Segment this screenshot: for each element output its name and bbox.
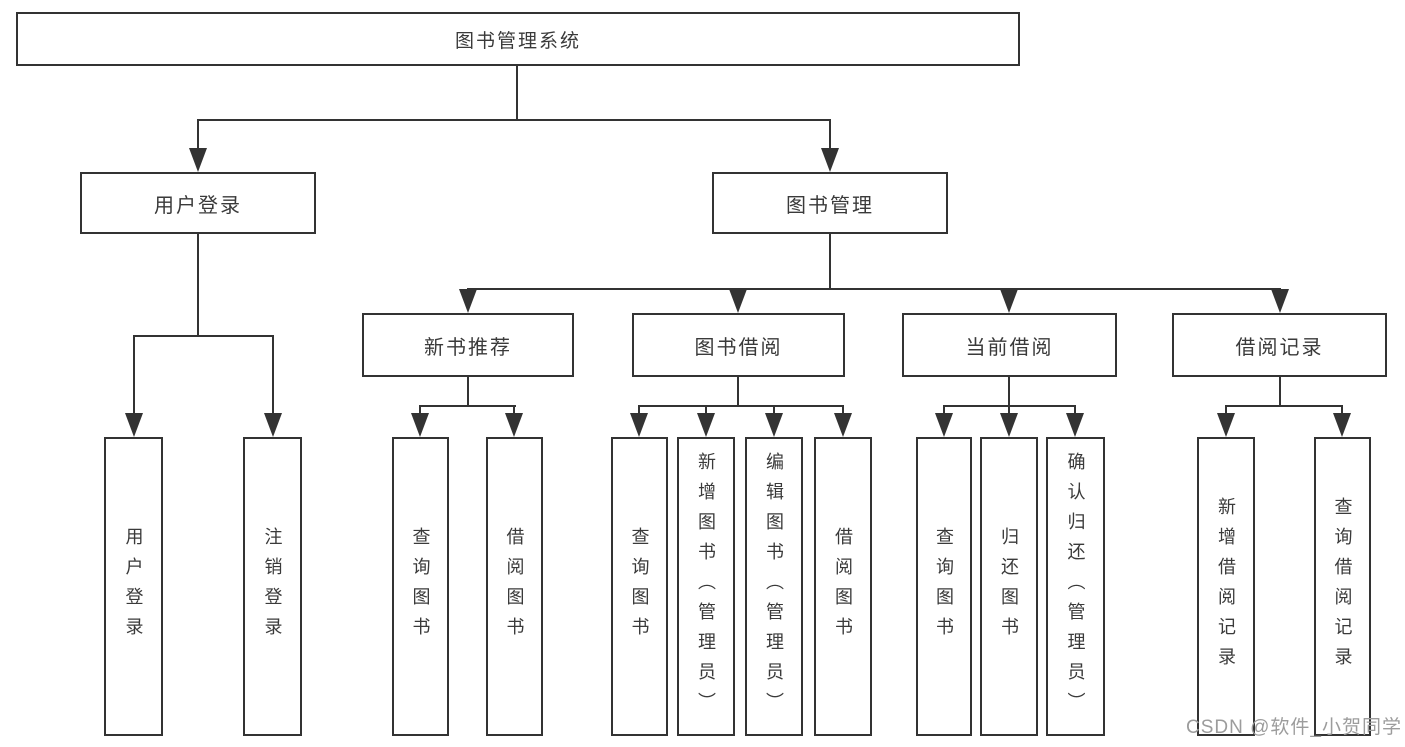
connector-line <box>829 234 831 289</box>
connector-line <box>133 335 135 415</box>
leaf-edit-book-admin: 编辑图书（管理员） <box>745 437 803 736</box>
leaf-add-borrow-record: 新增借阅记录 <box>1197 437 1255 736</box>
arrow-down-icon <box>189 148 207 172</box>
node-book-borrowing: 图书借阅 <box>632 313 845 377</box>
csdn-watermark: CSDN @软件_小贺同学 <box>1186 717 1402 738</box>
connector-line <box>1074 405 1076 419</box>
leaf-query-book-borrowing: 查询图书 <box>611 437 668 736</box>
node-current-borrowing: 当前借阅 <box>902 313 1117 377</box>
arrow-down-icon <box>1066 413 1084 437</box>
connector-line <box>272 335 274 415</box>
connector-line <box>1341 405 1343 419</box>
node-borrow-records: 借阅记录 <box>1172 313 1387 377</box>
connector-line <box>943 405 945 419</box>
node-user-login: 用户登录 <box>80 172 316 234</box>
connector-line <box>773 405 775 419</box>
leaf-borrow-book: 借阅图书 <box>814 437 872 736</box>
leaf-confirm-return-admin: 确认归还（管理员） <box>1046 437 1105 736</box>
arrow-down-icon <box>834 413 852 437</box>
connector-line <box>638 405 844 407</box>
connector-line <box>842 405 844 419</box>
arrow-down-icon <box>729 289 747 313</box>
connector-line <box>638 405 640 419</box>
connector-line <box>197 234 199 336</box>
arrow-down-icon <box>1271 289 1289 313</box>
connector-line <box>1008 377 1010 406</box>
connector-line <box>1225 405 1343 407</box>
leaf-query-book-current: 查询图书 <box>916 437 972 736</box>
arrow-down-icon <box>459 289 477 313</box>
arrow-down-icon <box>697 413 715 437</box>
node-new-book-recommend: 新书推荐 <box>362 313 574 377</box>
leaf-add-book-admin: 新增图书（管理员） <box>677 437 735 736</box>
arrow-down-icon <box>411 413 429 437</box>
connector-line <box>516 66 518 120</box>
leaf-logout: 注销登录 <box>243 437 302 736</box>
connector-line <box>419 405 421 419</box>
connector-line <box>197 119 199 153</box>
connector-line <box>467 288 1281 290</box>
arrow-down-icon <box>125 413 143 437</box>
node-book-management: 图书管理 <box>712 172 948 234</box>
connector-line <box>829 119 831 153</box>
arrow-down-icon <box>1217 413 1235 437</box>
arrow-down-icon <box>821 148 839 172</box>
connector-line <box>197 119 831 121</box>
connector-line <box>513 405 515 419</box>
arrow-down-icon <box>1333 413 1351 437</box>
connector-line <box>1279 377 1281 406</box>
leaf-user-login: 用户登录 <box>104 437 163 736</box>
leaf-return-book: 归还图书 <box>980 437 1038 736</box>
connector-line <box>737 377 739 406</box>
leaf-query-borrow-record: 查询借阅记录 <box>1314 437 1371 736</box>
connector-line <box>705 405 707 419</box>
connector-line <box>133 335 274 337</box>
arrow-down-icon <box>630 413 648 437</box>
arrow-down-icon <box>935 413 953 437</box>
leaf-borrow-book-recommend: 借阅图书 <box>486 437 543 736</box>
leaf-query-book-recommend: 查询图书 <box>392 437 449 736</box>
connector-line <box>1225 405 1227 419</box>
arrow-down-icon <box>1000 413 1018 437</box>
arrow-down-icon <box>264 413 282 437</box>
arrow-down-icon <box>1000 289 1018 313</box>
node-library-management-system: 图书管理系统 <box>16 12 1020 66</box>
arrow-down-icon <box>765 413 783 437</box>
connector-line <box>467 377 469 406</box>
connector-line <box>419 405 516 407</box>
connector-line <box>1008 405 1010 419</box>
arrow-down-icon <box>505 413 523 437</box>
